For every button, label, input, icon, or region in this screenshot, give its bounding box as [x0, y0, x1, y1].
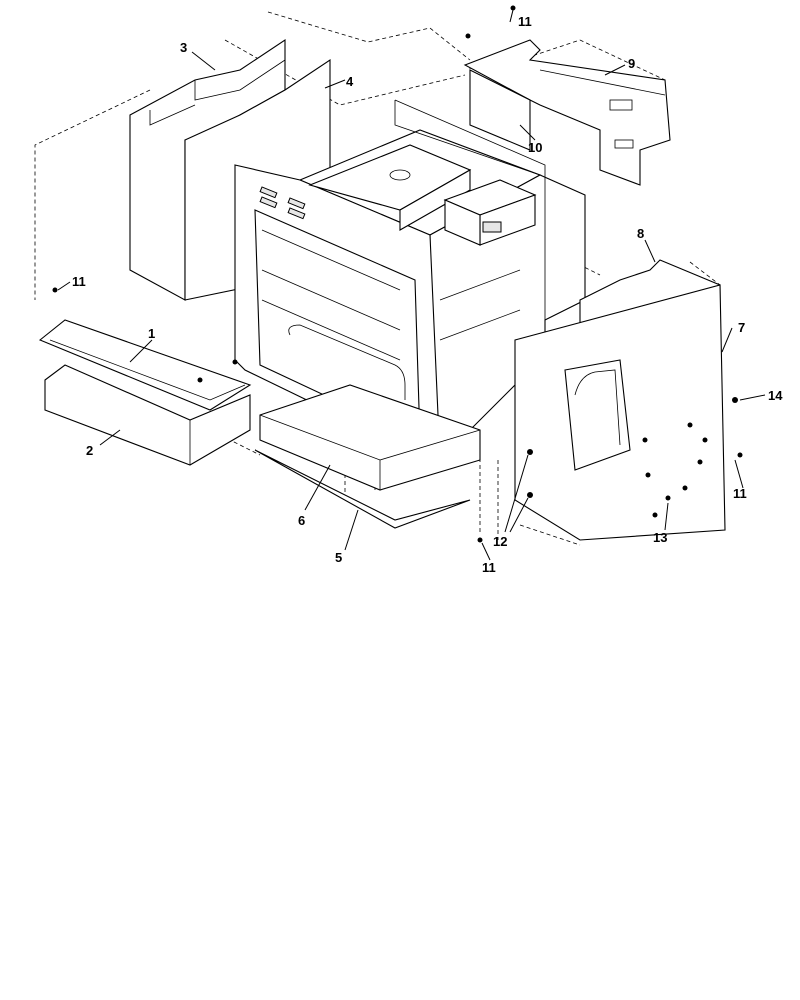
- bottom-plate-6: [259, 384, 481, 491]
- callout-14: 14: [768, 388, 783, 403]
- screw-icon: [652, 512, 658, 518]
- screw-icon: [477, 537, 483, 543]
- screw-icon: [465, 33, 471, 39]
- screw-icon: [645, 472, 651, 478]
- callout-9: 9: [628, 56, 635, 71]
- callout-10: 10: [528, 140, 542, 155]
- callout-2: 2: [86, 443, 93, 458]
- leader-lines: [57, 9, 766, 561]
- screw-icon: [737, 452, 743, 458]
- callout-3: 3: [180, 40, 187, 55]
- screw-icon: [687, 422, 693, 428]
- screw-icon: [52, 287, 58, 293]
- callout-6: 6: [298, 513, 305, 528]
- callout-8: 8: [637, 226, 644, 241]
- screw-icon: [665, 495, 671, 501]
- screw-icon: [732, 397, 738, 403]
- bottom-tray-1: [38, 319, 252, 411]
- callout-11-right: 11: [733, 486, 747, 501]
- screw-icon: [697, 459, 703, 465]
- right-side-panel-7: [514, 284, 726, 541]
- top-bracket-9-10: [463, 39, 671, 186]
- oven-cavity-frame: [234, 99, 586, 461]
- screw-icon: [702, 437, 708, 443]
- callout-7: 7: [738, 320, 745, 335]
- callout-11-left: 11: [72, 274, 86, 289]
- callout-12: 12: [493, 534, 507, 549]
- screw-icon: [682, 485, 688, 491]
- screw-group: [52, 5, 743, 543]
- callout-5: 5: [335, 550, 342, 565]
- callout-11-bottom: 11: [482, 560, 496, 575]
- screw-icon: [197, 377, 203, 383]
- callout-1: 1: [148, 326, 155, 341]
- callout-labels: 1 2 3 4 5 6 7 8 9 10 11 11 11 11 12 13 1…: [72, 14, 783, 575]
- callout-13: 13: [653, 530, 667, 545]
- bottom-insulation-2: [44, 364, 251, 466]
- screw-icon: [527, 492, 533, 498]
- callout-11-top: 11: [518, 14, 532, 29]
- callout-4: 4: [346, 74, 354, 89]
- bottom-plate-5: [254, 449, 471, 529]
- screw-icon: [510, 5, 516, 11]
- screw-icon: [527, 449, 533, 455]
- screw-icon: [232, 359, 238, 365]
- screw-icon: [642, 437, 648, 443]
